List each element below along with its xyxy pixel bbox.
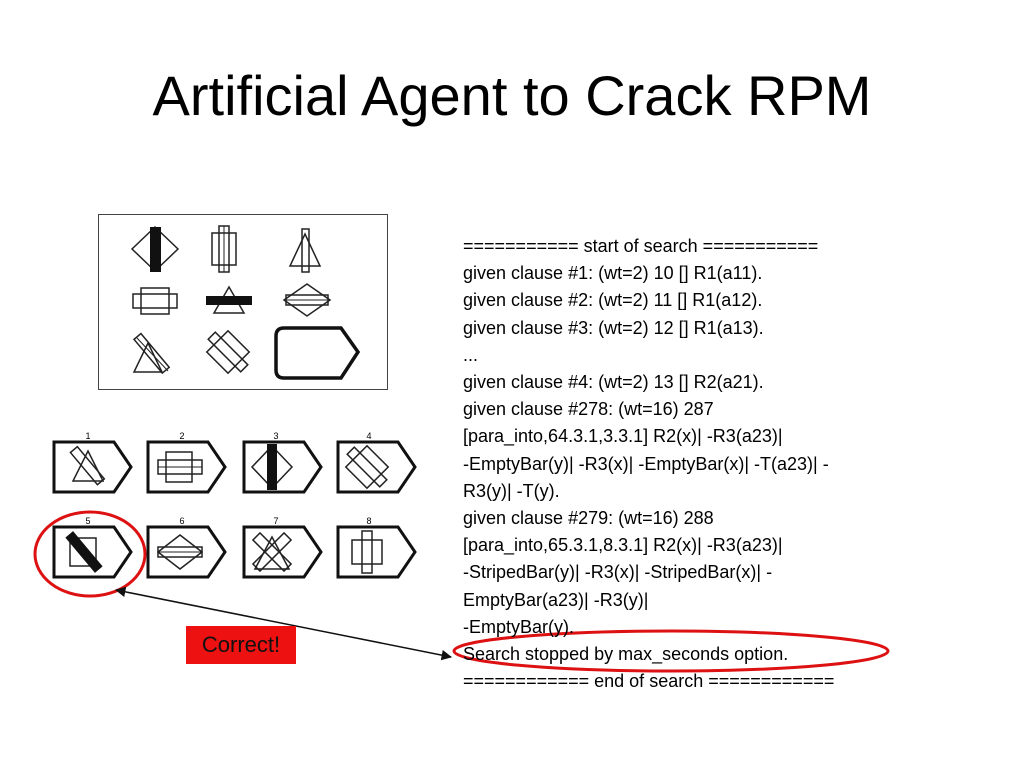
matrix-cell-2-1: [132, 287, 178, 315]
slide-title: Artificial Agent to Crack RPM: [152, 64, 872, 127]
matrix-cell-3-1: [132, 332, 171, 375]
search-log: =========== start of search =========== …: [463, 233, 953, 695]
matrix-cell-2-2: [206, 285, 252, 314]
problem-matrix: [98, 214, 388, 390]
matrix-cell-1-2: [211, 225, 237, 273]
log-line: given clause #278: (wt=16) 287: [463, 399, 714, 420]
matrix-cell-3-2: [205, 329, 251, 375]
matrix-cell-1-1: [130, 225, 180, 273]
option-number: 5: [85, 516, 90, 526]
connector-arrow: [114, 586, 453, 661]
log-line: given clause #2: (wt=2) 11 [] R1(a12).: [463, 290, 763, 311]
log-line: -StripedBar(y)| -R3(x)| -StripedBar(x)| …: [463, 562, 773, 583]
option-number: 2: [179, 431, 184, 441]
search-stopped-ring: [452, 629, 890, 673]
log-line: -EmptyBar(y).: [463, 616, 575, 637]
option-number: 1: [85, 431, 90, 441]
answer-option-3[interactable]: [242, 440, 323, 494]
correct-label: Correct!: [186, 626, 296, 664]
answer-option-7[interactable]: [242, 525, 323, 579]
log-line: given clause #279: (wt=16) 288: [463, 508, 714, 529]
log-line: =========== start of search ===========: [463, 236, 819, 256]
log-line: given clause #1: (wt=2) 10 [] R1(a11).: [463, 263, 763, 284]
log-line-search-stopped: Search stopped by max_seconds option.: [463, 644, 789, 665]
matrix-missing-cell: [274, 326, 361, 380]
log-line: R3(y)| -T(y).: [463, 480, 560, 501]
log-line: given clause #4: (wt=2) 13 [] R2(a21).: [463, 372, 764, 393]
selected-answer-ring: [33, 510, 147, 598]
option-number: 6: [179, 516, 184, 526]
matrix-cell-2-3: [282, 283, 332, 317]
log-line: [para_into,65.3.1,8.3.1] R2(x)| -R3(a23)…: [463, 535, 783, 556]
log-line: ============ end of search ============: [463, 671, 835, 692]
log-line: given clause #3: (wt=2) 12 [] R1(a13).: [463, 317, 764, 338]
option-number: 7: [273, 516, 278, 526]
log-line: -EmptyBar(y)| -R3(x)| -EmptyBar(x)| -T(a…: [463, 453, 829, 474]
log-line: ...: [463, 344, 479, 365]
option-number: 8: [366, 516, 371, 526]
answer-option-5[interactable]: [52, 525, 133, 579]
answer-option-8[interactable]: [336, 525, 417, 579]
log-line: EmptyBar(a23)| -R3(y)|: [463, 589, 649, 610]
answer-option-1[interactable]: [52, 440, 133, 494]
answer-option-6[interactable]: [146, 525, 227, 579]
answer-option-4[interactable]: [336, 440, 417, 494]
option-number: 4: [366, 431, 371, 441]
answer-option-2[interactable]: [146, 440, 227, 494]
option-number: 3: [273, 431, 278, 441]
matrix-cell-1-3: [288, 228, 322, 273]
log-line: [para_into,64.3.1,3.3.1] R2(x)| -R3(a23)…: [463, 426, 783, 447]
